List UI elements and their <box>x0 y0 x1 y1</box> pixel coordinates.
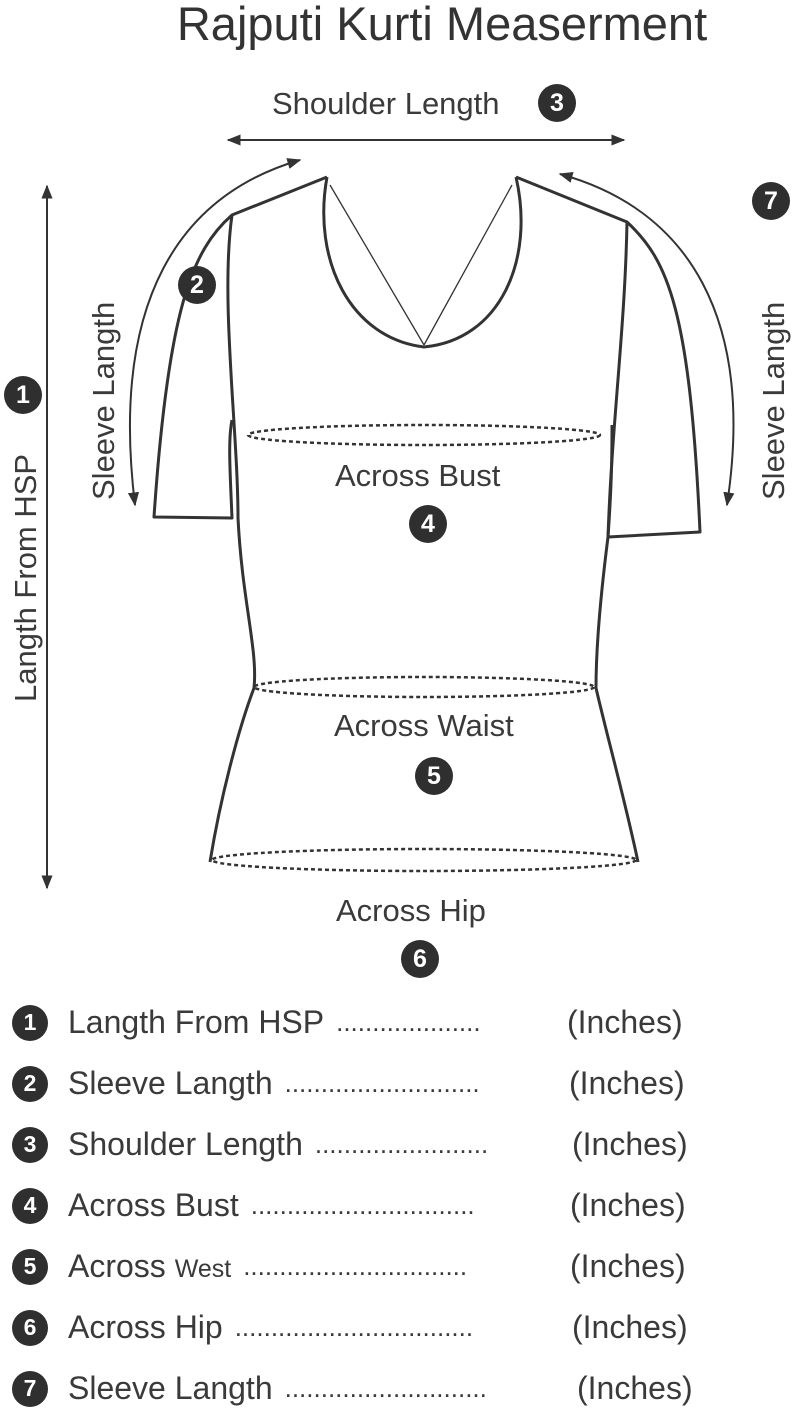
list-item: 2 Sleeve Langth ........................… <box>12 1053 772 1114</box>
badge-bust: 4 <box>409 505 447 543</box>
across-hip-label: Across Hip <box>336 893 486 928</box>
list-item: 6 Across Hip ...........................… <box>12 1297 772 1358</box>
measurement-dots: ........................ <box>314 1129 489 1159</box>
list-item: 4 Across Bust ..........................… <box>12 1175 772 1236</box>
measurement-unit: (Inches) <box>570 1187 686 1223</box>
measurement-dots: .................... <box>336 1007 481 1037</box>
list-item: 3 Shoulder Length ......................… <box>12 1114 772 1175</box>
measurement-name: Across Hip <box>68 1309 223 1345</box>
hip-line <box>210 847 638 873</box>
measurement-dots: ............................ <box>284 1373 487 1403</box>
right-sleeve-label: Sleeve Langth <box>756 301 791 500</box>
measurement-name-small: West <box>174 1255 232 1283</box>
measurement-name: Shoulder Length <box>68 1126 303 1162</box>
list-item: 7 Sleeve Langth ........................… <box>12 1358 772 1419</box>
number-badge: 2 <box>12 1065 48 1102</box>
measurement-name: Sleeve Langth <box>68 1370 273 1406</box>
badge-sleeve-left: 2 <box>178 266 216 304</box>
measurement-dots: ................................. <box>234 1312 474 1342</box>
number-badge: 3 <box>12 1126 48 1163</box>
badge-hip: 6 <box>401 940 439 978</box>
measurement-unit: (Inches) <box>569 1065 685 1101</box>
across-waist-label: Across Waist <box>334 708 514 743</box>
badge-length: 1 <box>4 376 42 414</box>
left-sleeve-arrow <box>127 158 302 507</box>
measurement-name: Sleeve Langth <box>68 1065 273 1101</box>
measurement-name: Across West <box>68 1248 232 1284</box>
measurement-unit: (Inches) <box>572 1309 688 1345</box>
measurement-unit: (Inches) <box>570 1248 686 1284</box>
across-bust-label: Across Bust <box>335 458 501 493</box>
badge-sleeve-right: 7 <box>752 182 790 220</box>
number-badge: 7 <box>12 1370 48 1407</box>
kurti-diagram <box>41 134 735 890</box>
measurement-dots: ............................... <box>250 1190 475 1220</box>
number-badge: 5 <box>12 1248 48 1285</box>
measurement-dots: ........................... <box>284 1068 480 1098</box>
kurti-outline <box>152 175 702 863</box>
measurement-list: 1 Langth From HSP .................... (… <box>12 992 772 1419</box>
measurement-unit: (Inches) <box>567 1004 683 1040</box>
measurement-name: Across Bust <box>68 1187 239 1223</box>
number-badge: 1 <box>12 1004 48 1041</box>
list-item: 1 Langth From HSP .................... (… <box>12 992 772 1053</box>
bust-line <box>246 423 602 447</box>
length-label: Langth From HSP <box>8 453 43 702</box>
badge-shoulder: 3 <box>538 84 576 122</box>
measurement-unit: (Inches) <box>572 1126 688 1162</box>
waist-line <box>252 675 596 699</box>
shoulder-length-label: Shoulder Length <box>272 86 500 121</box>
number-badge: 4 <box>12 1187 48 1224</box>
right-sleeve-arrow <box>558 171 735 507</box>
badge-waist: 5 <box>415 757 453 795</box>
measurement-unit: (Inches) <box>577 1370 693 1406</box>
measurement-name: Langth From HSP <box>68 1004 325 1040</box>
number-badge: 6 <box>12 1309 48 1346</box>
measurement-dots: ............................... <box>243 1251 468 1281</box>
list-item: 5 Across West ..........................… <box>12 1236 772 1297</box>
page-title: Rajputi Kurti Measerment <box>176 0 708 50</box>
left-sleeve-label: Sleeve Langth <box>86 301 121 500</box>
